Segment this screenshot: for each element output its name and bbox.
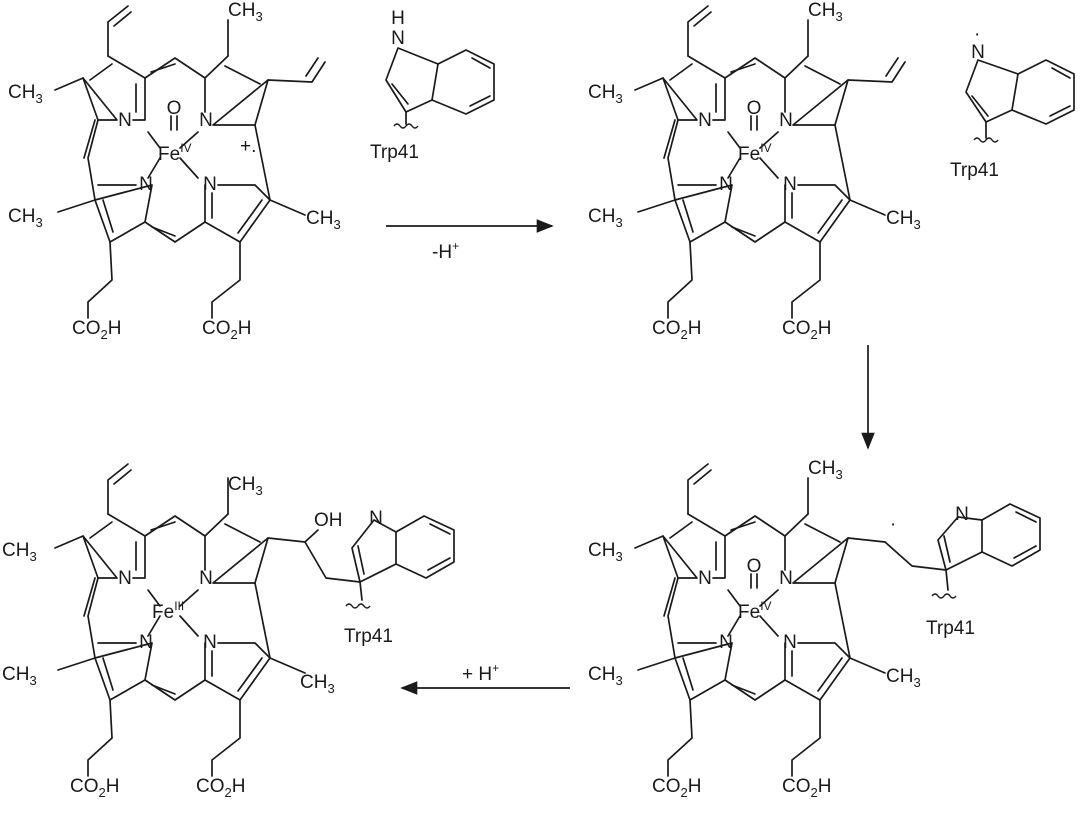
s2-atom-n: N: [779, 110, 793, 131]
s2-methyl: CH3: [588, 206, 623, 230]
reaction-step-3: + H+: [400, 661, 570, 695]
s4-atom-n: N: [199, 568, 213, 589]
s3-atom-n: N: [783, 632, 797, 653]
reaction-step-1: -H+: [386, 219, 554, 263]
s3-iron-label: FeIV: [738, 599, 772, 623]
trp41-indole-nh: N H Trp41: [370, 8, 495, 163]
step-3-reagent: + H+: [462, 661, 499, 685]
residue-label: Trp41: [344, 626, 393, 647]
s3-methyl: CH3: [588, 540, 623, 564]
structure-3: N N N N O FeIV CH3 CH3 CH3 CH3 CO2H CO2H: [588, 458, 921, 800]
s2-atom-o: O: [747, 98, 762, 119]
s1-atom-n: N: [203, 174, 217, 195]
s2-carboxylic-acid: CO2H: [782, 318, 831, 342]
s1-iron-label: FeIV: [158, 141, 192, 165]
s2-methyl: CH3: [588, 82, 623, 106]
trp41-indolyl-radical: N · Trp41: [950, 24, 1075, 181]
trp-radical-dot: ·: [974, 24, 980, 45]
structure-1: N N N N O FeIV +. CH3 CH3 CH3 CH3 CO2H C…: [8, 0, 341, 342]
trp-nitrogen: N: [391, 28, 405, 49]
s2-atom-n: N: [719, 174, 733, 195]
s1-atom-o: O: [167, 98, 182, 119]
s4-methyl: CH3: [300, 672, 335, 696]
s3-atom-n: N: [719, 632, 733, 653]
s4-atom-n: N: [203, 632, 217, 653]
s4-atom-n: N: [118, 568, 132, 589]
s4-iron-label: FeIII: [152, 599, 184, 623]
s1-carboxylic-acid: CO2H: [202, 318, 251, 342]
trp-nitrogen: N: [369, 508, 383, 529]
trp-nitrogen: N: [971, 42, 985, 63]
s3-methyl: CH3: [808, 458, 843, 482]
s4-hydroxyl: OH: [314, 510, 343, 531]
s1-methyl: CH3: [8, 82, 43, 106]
s3-trp-adduct: · N Trp41: [884, 503, 1041, 639]
s1-radical-cation: +.: [240, 136, 256, 157]
s3-atom-n: N: [698, 568, 712, 589]
s3-carbon-radical: ·: [890, 514, 896, 535]
s3-atom-n: N: [779, 568, 793, 589]
s2-carboxylic-acid: CO2H: [652, 318, 701, 342]
structure-2: N N N N O FeIV CH3 CH3 CH3 CH3 CO2H CO2H: [588, 0, 921, 342]
s1-atom-n: N: [139, 174, 153, 195]
s2-methyl: CH3: [886, 208, 921, 232]
s3-carboxylic-acid: CO2H: [652, 776, 701, 800]
s3-methyl: CH3: [588, 664, 623, 688]
s4-carboxylic-acid: CO2H: [196, 776, 245, 800]
s1-methyl: CH3: [228, 0, 263, 24]
s1-methyl: CH3: [306, 208, 341, 232]
residue-label: Trp41: [926, 618, 975, 639]
s1-atom-n: N: [118, 110, 132, 131]
s1-methyl: CH3: [8, 206, 43, 230]
residue-label: Trp41: [950, 160, 999, 181]
trp-nitrogen: N: [955, 504, 969, 525]
s2-iron-label: FeIV: [738, 141, 772, 165]
s4-atom-n: N: [139, 632, 153, 653]
s4-methyl: CH3: [2, 540, 37, 564]
s3-methyl: CH3: [886, 666, 921, 690]
s1-carboxylic-acid: CO2H: [72, 318, 121, 342]
structure-4: N N N N FeIII CH3 CH3 CH3 CH3 CO2H CO2H: [2, 463, 335, 800]
trp-hydrogen: H: [391, 8, 405, 29]
s3-carboxylic-acid: CO2H: [782, 776, 831, 800]
s1-atom-n: N: [199, 110, 213, 131]
s2-methyl: CH3: [808, 0, 843, 24]
residue-label: Trp41: [370, 142, 419, 163]
s4-trp-adduct: OH N Trp41: [304, 508, 455, 647]
step-1-reagent: -H+: [432, 239, 459, 263]
s2-atom-n: N: [698, 110, 712, 131]
s2-atom-n: N: [783, 174, 797, 195]
s4-carboxylic-acid: CO2H: [70, 776, 119, 800]
s3-atom-o: O: [747, 556, 762, 577]
s4-methyl: CH3: [2, 664, 37, 688]
s4-methyl: CH3: [228, 474, 263, 498]
